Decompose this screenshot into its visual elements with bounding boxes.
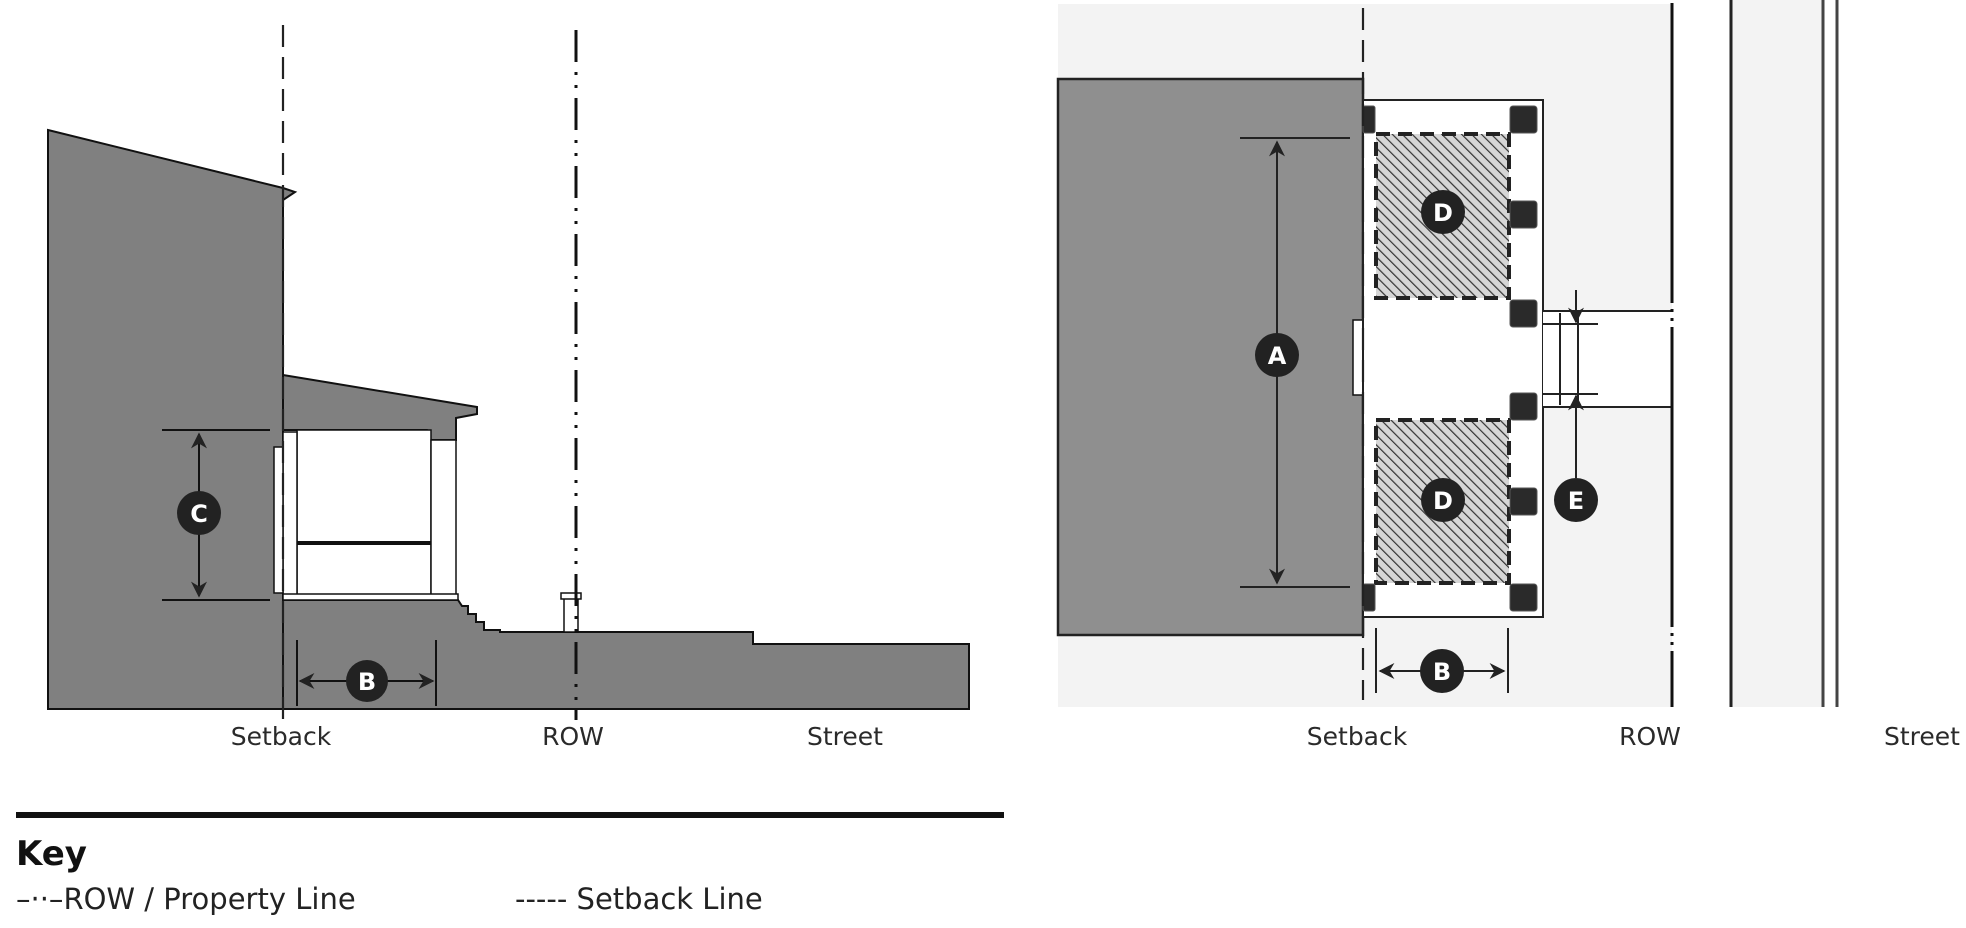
badge-c-label: C — [190, 500, 208, 528]
dimension-c: C — [162, 429, 270, 601]
badge-b-plan — [1420, 649, 1464, 693]
badge-d-upper-label: D — [1433, 199, 1453, 227]
badge-b-elevation — [346, 660, 388, 702]
porch-opening — [296, 429, 432, 597]
elevation-label-street: Street — [807, 722, 883, 751]
badge-a — [1255, 333, 1299, 377]
dimension-e: E — [1543, 290, 1598, 522]
key-divider — [16, 812, 1004, 818]
setback-line-symbol: ----- — [515, 882, 568, 916]
badge-a-label: A — [1268, 342, 1287, 370]
badge-b-plan-label: B — [1433, 658, 1451, 686]
badge-e-label: E — [1568, 487, 1584, 515]
plan-label-street: Street — [1884, 722, 1960, 751]
key-item-row: –··–ROW / Property Line — [16, 882, 356, 916]
elevation-label-row: ROW — [542, 722, 604, 751]
porch-columns — [1362, 105, 1538, 612]
dimension-a: A — [1240, 137, 1350, 588]
porch-floor — [282, 593, 459, 601]
dimension-b-plan: B — [1375, 628, 1509, 693]
badge-d-lower-label: D — [1433, 487, 1453, 515]
porch-column-right — [430, 439, 457, 597]
badge-d-upper — [1421, 190, 1465, 234]
key-item-setback-label: Setback Line — [576, 882, 763, 916]
plan-view: A D D E B Setback ROW Street — [1056, 0, 1960, 751]
plan-label-setback: Setback — [1307, 722, 1408, 751]
walkway — [1543, 311, 1672, 407]
house-plan — [1056, 77, 1365, 637]
house-elevation — [47, 128, 298, 710]
elevation-view: C B Setback ROW Street — [47, 25, 970, 751]
elevation-label-setback: Setback — [231, 722, 332, 751]
row-line-symbol: –··– — [16, 882, 64, 916]
ground-profile — [282, 599, 970, 710]
badge-e — [1554, 478, 1598, 522]
plan-label-row: ROW — [1619, 722, 1681, 751]
key-title: Key — [16, 834, 87, 874]
badge-d-lower — [1421, 478, 1465, 522]
badge-c — [177, 491, 221, 535]
dimension-b-elevation: B — [296, 640, 437, 706]
wall-pilaster — [273, 446, 284, 594]
porch-column-left — [282, 431, 298, 597]
sidewalk-strip — [1731, 0, 1823, 707]
key-item-row-label: ROW / Property Line — [63, 882, 356, 916]
key-item-setback: ----- Setback Line — [515, 882, 763, 916]
badge-b-elevation-label: B — [358, 668, 376, 696]
fence-post-cap — [560, 592, 582, 600]
